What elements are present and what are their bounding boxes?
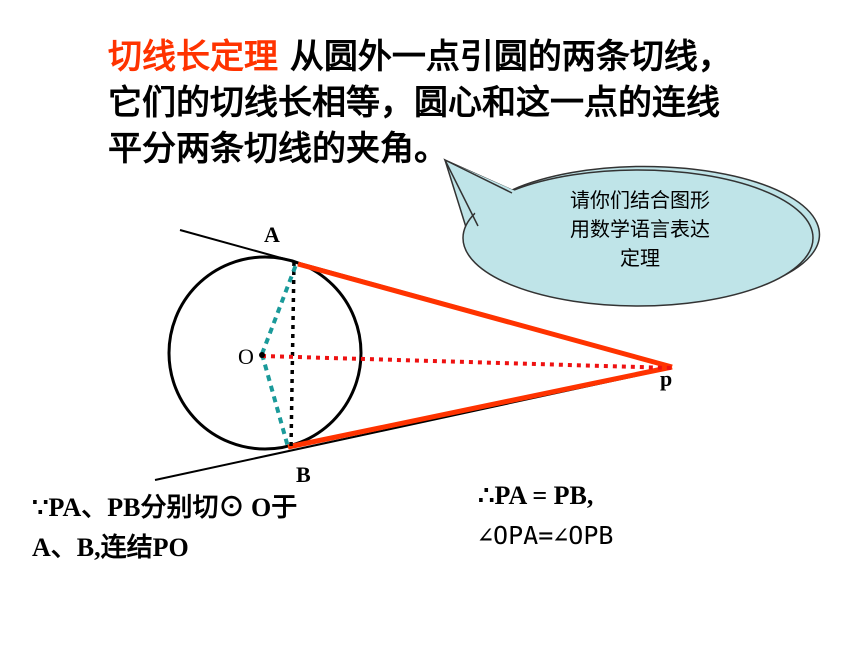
segment-op bbox=[261, 354, 673, 370]
segment-pb bbox=[287, 364, 673, 450]
label-a: A bbox=[264, 222, 280, 247]
theorem-statement: 切线长定理 从圆外一点引圆的两条切线， 它们的切线长相等，圆心和这一点的连线 平… bbox=[108, 34, 828, 172]
radius-oa bbox=[260, 261, 299, 355]
conclusion-line-1: ∴PA = PB, bbox=[478, 481, 594, 510]
center-point-o bbox=[259, 352, 265, 358]
callout-tail-edge bbox=[443, 158, 513, 227]
callout-line-1: 请你们结合图形 bbox=[570, 188, 710, 212]
given-line-1: ∵PA、PB分别切⊙ O于 bbox=[32, 493, 298, 522]
theorem-line-1: 切线长定理 从圆外一点引圆的两条切线， bbox=[108, 34, 828, 80]
callout-line-3: 定理 bbox=[620, 246, 660, 270]
segment-pa bbox=[297, 261, 673, 370]
theorem-line-3: 平分两条切线的夹角。 bbox=[108, 129, 448, 169]
circle-o bbox=[167, 255, 363, 451]
conclusion-statement: ∴PA = PB, ∠OPA=∠OPB bbox=[478, 476, 838, 556]
label-b: B bbox=[296, 462, 311, 487]
conclusion-line-2: ∠OPA=∠OPB bbox=[478, 521, 614, 550]
callout-text: 请你们结合图形 用数学语言表达 定理 bbox=[520, 186, 760, 273]
callout-tail bbox=[445, 160, 520, 222]
theorem-line-2: 它们的切线长相等，圆心和这一点的连线 bbox=[108, 83, 720, 123]
given-statement: ∵PA、PB分别切⊙ O于 A、B,连结PO bbox=[32, 488, 452, 568]
radius-ob bbox=[260, 353, 290, 448]
theorem-line-1-text: 从圆外一点引圆的两条切线， bbox=[278, 37, 732, 77]
callout-ellipse bbox=[462, 169, 814, 307]
given-line-2: A、B,连结PO bbox=[32, 533, 189, 562]
theorem-name: 切线长定理 bbox=[108, 37, 278, 77]
label-o: O bbox=[238, 344, 254, 369]
label-p: p bbox=[660, 366, 673, 391]
callout-line-2: 用数学语言表达 bbox=[570, 217, 710, 241]
